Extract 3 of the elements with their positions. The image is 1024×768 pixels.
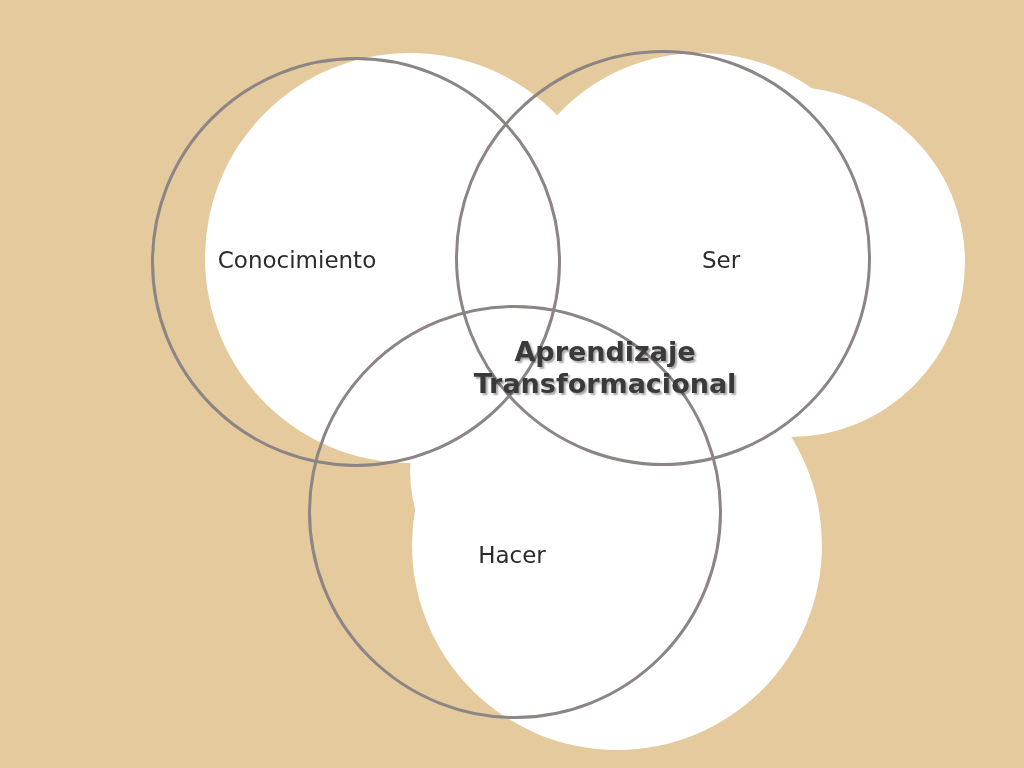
circle-label: Conocimiento (217, 247, 377, 273)
circle-label: Hacer (478, 542, 546, 568)
circle-label: Ser (701, 247, 741, 273)
